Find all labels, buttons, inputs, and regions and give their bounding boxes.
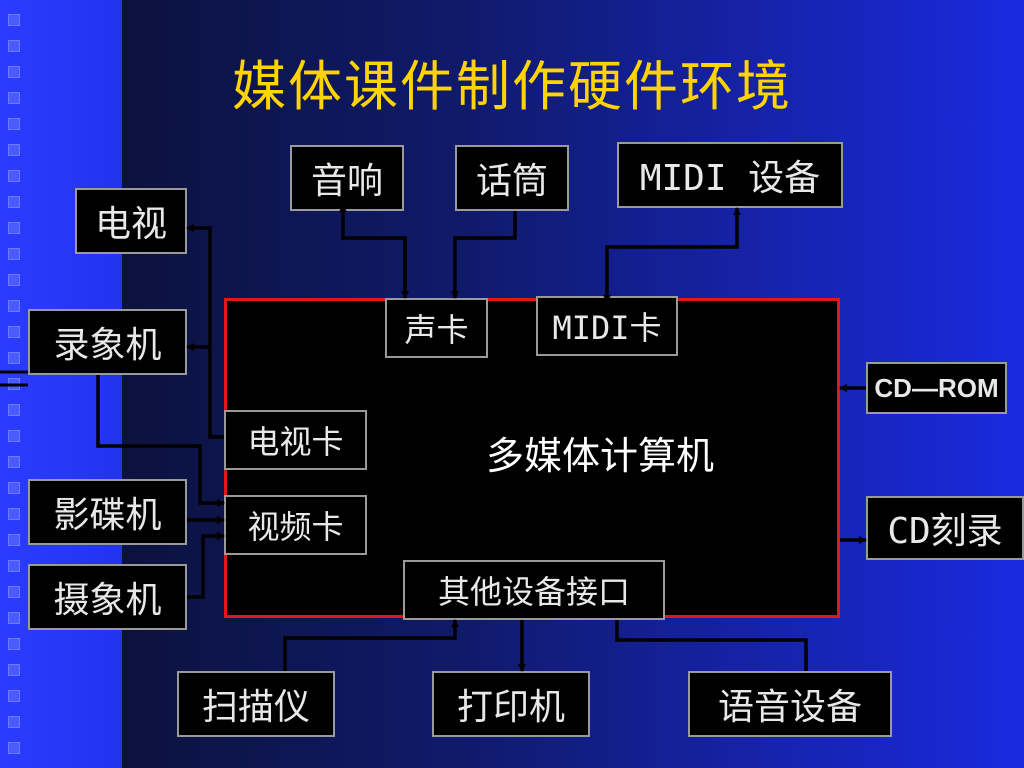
- decorative-square: [8, 664, 20, 676]
- tv-card-box: 电视卡: [224, 410, 367, 470]
- connector-camcorder-videocard: [187, 532, 225, 599]
- decorative-square: [8, 404, 20, 416]
- slide-title: 媒体课件制作硬件环境: [232, 55, 792, 118]
- vcr-box: 录象机: [28, 309, 187, 375]
- decorative-square: [8, 612, 20, 624]
- connector-mic-soundcard: [451, 211, 517, 299]
- decorative-square: [8, 300, 20, 312]
- midi-device-box: MIDI 设备: [617, 142, 843, 208]
- vcd-player-box: 影碟机: [28, 479, 187, 545]
- decorative-square: [8, 534, 20, 546]
- camcorder-box: 摄象机: [28, 564, 187, 630]
- decorative-square: [8, 378, 20, 390]
- decorative-square: [8, 118, 20, 130]
- decorative-square: [8, 326, 20, 338]
- cd-rom-box: CD—ROM: [866, 362, 1007, 414]
- microphone-box: 话筒: [455, 145, 569, 211]
- decorative-square: [8, 222, 20, 234]
- voice-device-box: 语音设备: [688, 671, 892, 737]
- decorative-square: [8, 274, 20, 286]
- decorative-square: [8, 144, 20, 156]
- cd-burner-box: CD刻录: [866, 496, 1024, 560]
- decorative-square: [8, 742, 20, 754]
- decorative-square: [8, 638, 20, 650]
- connector-scanner-interface: [283, 619, 459, 671]
- decorative-square: [8, 690, 20, 702]
- decorative-square: [8, 92, 20, 104]
- decorative-square: [8, 430, 20, 442]
- decorative-square: [8, 66, 20, 78]
- decorative-square: [8, 508, 20, 520]
- multimedia-computer-label: 多媒体计算机: [485, 434, 714, 478]
- decorative-square: [8, 482, 20, 494]
- decorative-square: [8, 248, 20, 260]
- decorative-square: [8, 40, 20, 52]
- video-card-box: 视频卡: [224, 495, 367, 555]
- sound-card-box: 声卡: [385, 298, 488, 358]
- tv-box: 电视: [75, 188, 187, 254]
- decorative-square: [8, 716, 20, 728]
- decorative-square: [8, 456, 20, 468]
- decorative-square: [8, 170, 20, 182]
- connector-interface-voice: [615, 620, 808, 671]
- connector-speaker-soundcard: [339, 204, 409, 299]
- connector-midicard-mididevice: [603, 207, 741, 303]
- decorative-square: [8, 196, 20, 208]
- decorative-square: [8, 560, 20, 572]
- other-interface-box: 其他设备接口: [403, 560, 665, 620]
- connector-tvcard-tv: [186, 224, 224, 439]
- speaker-box: 音响: [290, 145, 404, 211]
- decorative-square: [8, 352, 20, 364]
- midi-card-box: MIDI卡: [536, 296, 678, 356]
- decorative-square: [8, 14, 20, 26]
- printer-box: 打印机: [432, 671, 590, 737]
- decorative-square: [8, 586, 20, 598]
- scanner-box: 扫描仪: [177, 671, 335, 737]
